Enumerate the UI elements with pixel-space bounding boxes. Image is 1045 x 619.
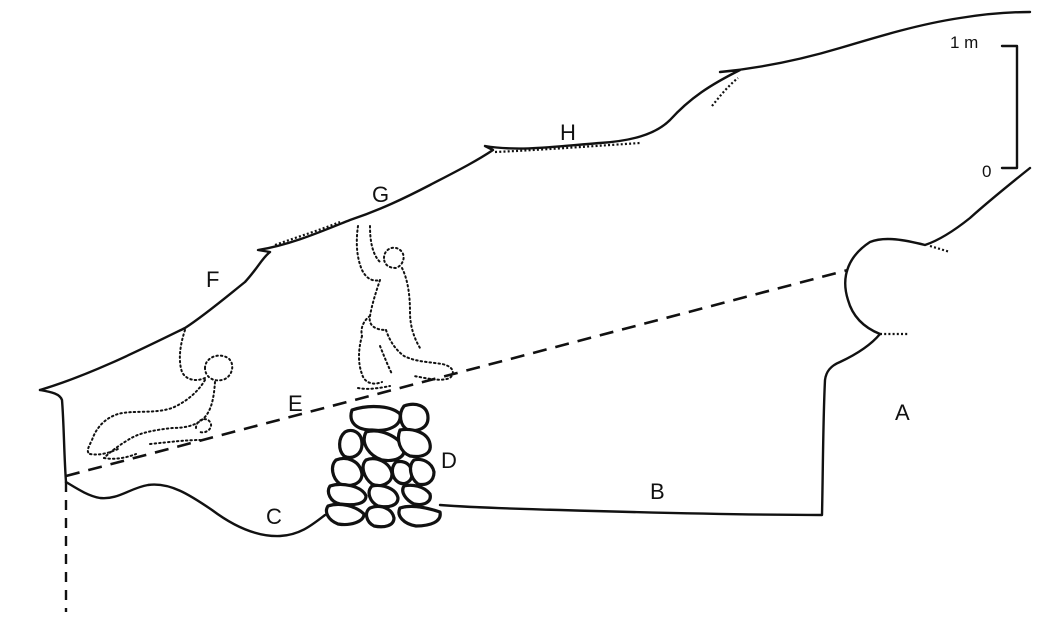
stone xyxy=(390,459,414,486)
scale-bar: 1 m 0 xyxy=(950,33,1019,181)
rock-left-wall-outline xyxy=(38,388,68,484)
stone xyxy=(396,427,432,459)
reclining-figure-torso xyxy=(86,379,206,455)
label-d: D xyxy=(441,448,457,473)
scale-label-bottom: 0 xyxy=(982,162,991,181)
stone-wall-d xyxy=(324,402,442,529)
stone xyxy=(324,502,366,527)
reclining-figure-legs xyxy=(89,447,137,460)
stone xyxy=(326,482,368,507)
stone xyxy=(408,457,436,487)
stone xyxy=(397,504,442,528)
reclining-figure-lower xyxy=(149,439,201,445)
scale-bar-line xyxy=(1000,44,1019,170)
rock-floor-c-outline xyxy=(64,480,327,538)
ceiling-rough-texture-3 xyxy=(274,220,341,247)
stone xyxy=(338,428,364,459)
kneeling-figure-body-back xyxy=(401,267,421,349)
label-f: F xyxy=(206,267,219,292)
scale-label-top: 1 m xyxy=(950,33,978,52)
kneeling-figure-painting xyxy=(355,225,454,390)
reclining-figure-head xyxy=(204,354,234,382)
kneeling-figure-body-front xyxy=(360,279,387,337)
rock-ceiling-outline xyxy=(38,10,1032,392)
stone xyxy=(349,404,402,432)
stone xyxy=(401,483,432,507)
rock-right-face-outline xyxy=(844,166,1032,336)
ceiling-rough-texture-2 xyxy=(711,77,739,107)
dashed-line-e xyxy=(65,268,849,478)
stone xyxy=(364,504,396,529)
stone xyxy=(398,402,430,433)
label-e: E xyxy=(288,391,303,416)
label-h: H xyxy=(560,120,576,145)
kneeling-figure-feet xyxy=(357,385,391,390)
reclining-figure-painting xyxy=(86,329,234,460)
reclining-figure-back xyxy=(103,381,216,459)
right-face-texture-1 xyxy=(929,244,951,254)
kneeling-figure-raised-arm xyxy=(355,225,381,282)
label-c: C xyxy=(266,504,282,529)
rock-back-wall-outline xyxy=(438,332,882,517)
label-g: G xyxy=(372,182,389,207)
stone xyxy=(330,456,364,488)
reclining-figure-arm xyxy=(178,329,206,381)
stone xyxy=(361,457,394,488)
label-b: B xyxy=(650,479,665,504)
stone xyxy=(362,429,406,463)
label-a: A xyxy=(895,400,910,425)
reclining-figure-hand xyxy=(195,418,212,434)
kneeling-figure-head xyxy=(383,246,405,269)
stone xyxy=(367,483,400,509)
kneeling-figure-legs xyxy=(358,329,454,385)
